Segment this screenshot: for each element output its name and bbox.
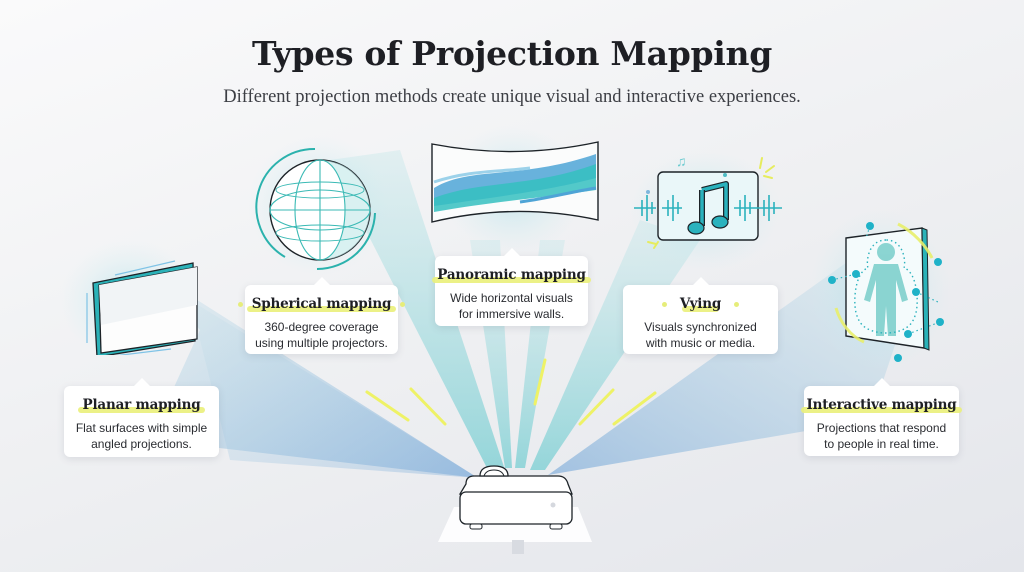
card-title: Vying xyxy=(661,296,740,312)
card-vjing: Vying Visuals synchronized with music or… xyxy=(623,277,778,354)
card-description: Projections that respond to people in re… xyxy=(816,421,947,451)
human-figure-icon xyxy=(828,222,944,362)
card-title: Spherical mapping xyxy=(237,296,406,312)
svg-text:♫: ♫ xyxy=(676,153,687,169)
page-subtitle: Different projection methods create uniq… xyxy=(223,87,801,107)
card-title: Planar mapping xyxy=(77,397,206,413)
card-interactive: Interactive mapping Projections that res… xyxy=(801,378,962,456)
yellow-accents xyxy=(365,358,657,426)
flat-screen-icon xyxy=(86,260,198,355)
card-description: Visuals synchronized with music or media… xyxy=(644,320,757,350)
projector-icon xyxy=(438,465,592,554)
curved-panorama-icon xyxy=(431,141,599,223)
card-panoramic: Panoramic mapping Wide horizontal visual… xyxy=(432,248,591,326)
music-note-icon: ♫ xyxy=(634,153,782,249)
page-title: Types of Projection Mapping xyxy=(251,34,772,73)
card-description: Flat surfaces with simple angled project… xyxy=(75,421,208,451)
card-planar: Planar mapping Flat surfaces with simple… xyxy=(64,378,219,457)
card-title: Panoramic mapping xyxy=(432,267,591,283)
globe-icon xyxy=(255,147,376,270)
card-spherical: Spherical mapping 360-degree coverage us… xyxy=(237,277,406,354)
card-description: Wide horizontal visuals for immersive wa… xyxy=(450,291,573,321)
card-title: Interactive mapping xyxy=(801,397,962,413)
card-description: 360-degree coverage using multiple proje… xyxy=(255,320,388,350)
beam-vjing xyxy=(530,220,700,470)
